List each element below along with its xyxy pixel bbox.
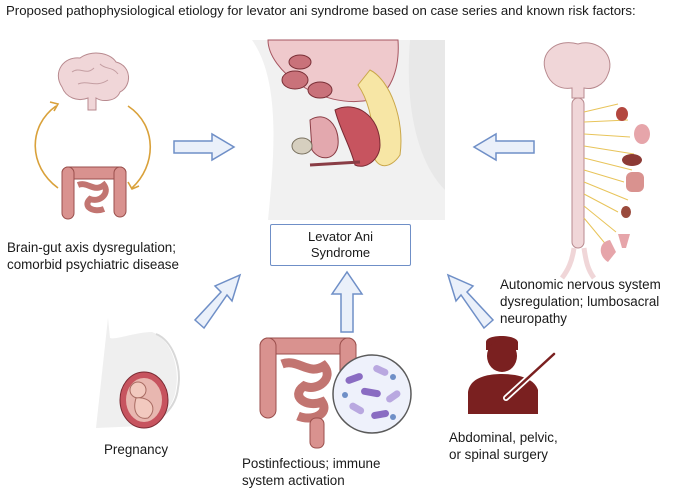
bacteria-icon	[332, 354, 412, 434]
center-label-line1: Levator Ani	[307, 229, 374, 244]
caption-brain-gut: Brain-gut axis dysregulation; comorbid p…	[7, 240, 179, 272]
arrow-pregnancy	[193, 273, 242, 330]
arrow-surgery	[446, 273, 495, 330]
caption-pregnancy: Pregnancy	[104, 442, 169, 457]
figure-title: Proposed pathophysiological etiology for…	[6, 3, 636, 18]
pelvis-anatomy-icon	[252, 39, 445, 220]
arrow-autonomic	[472, 132, 535, 162]
caption-surgery: Abdominal, pelvic, or spinal surgery	[449, 430, 558, 462]
arrow-postinfectious	[330, 270, 364, 333]
caption-autonomic: Autonomic nervous system dysregulation; …	[500, 277, 661, 326]
center-label-line2: Syndrome	[310, 245, 371, 260]
caption-postinfectious: Postinfectious; immune system activation	[242, 456, 381, 488]
levator-ani-syndrome-box: Levator Ani Syndrome	[270, 224, 411, 266]
cycle-arrows	[34, 101, 151, 191]
intestine-icon	[61, 166, 127, 220]
brain-icon	[57, 52, 129, 111]
surgeon-icon	[468, 336, 557, 414]
arrow-brain-gut	[173, 132, 236, 162]
nervous-system-icon	[543, 42, 650, 280]
pregnant-uterus-icon	[96, 318, 180, 429]
